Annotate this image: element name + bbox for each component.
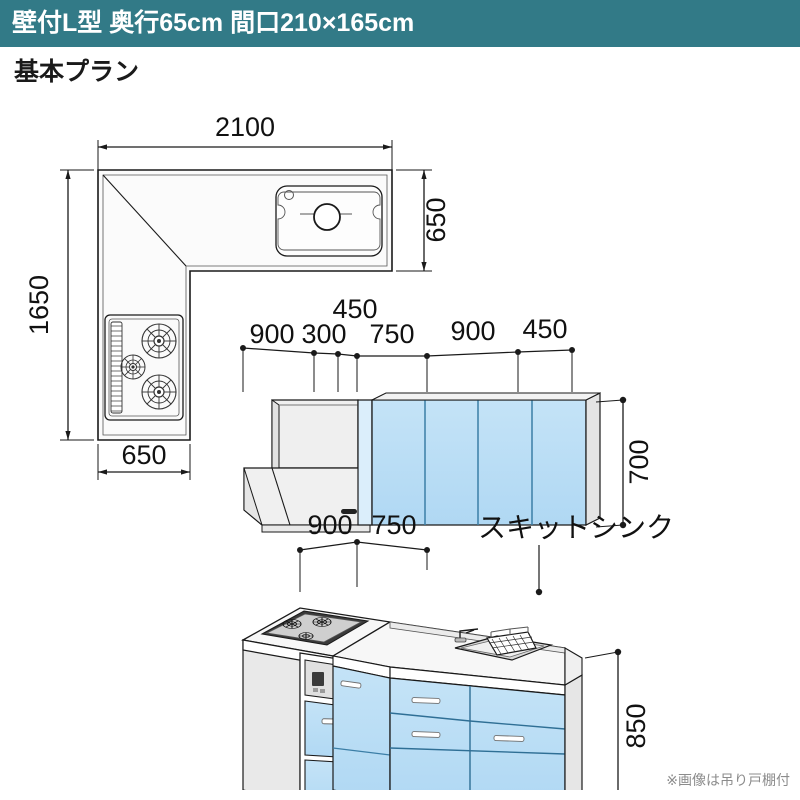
plan-view-group: 2100 <box>24 112 451 480</box>
dim-upper-4: 900 <box>450 316 495 346</box>
dim-upper-0: 900 <box>249 319 294 349</box>
plan-dim-depth-650: 650 <box>396 169 451 272</box>
dim-lower-top-1: 750 <box>371 510 416 540</box>
sink-run <box>331 621 583 790</box>
footnote-text: ※画像は吊り戸棚付 <box>666 772 790 788</box>
plan-cooktop <box>104 314 184 421</box>
dim-upper-height: 700 <box>624 439 654 484</box>
upper-cabinet-view-group: 900 300 450 750 900 450 <box>240 294 654 533</box>
dim-lower-height: 850 <box>621 703 651 748</box>
range-hood <box>243 399 371 533</box>
dim-upper-2: 450 <box>332 294 377 324</box>
dim-upper-5: 450 <box>522 314 567 344</box>
dim-plan-bottom-width: 650 <box>121 440 166 470</box>
upper-dim-ladder: 900 300 450 750 900 450 <box>240 294 575 392</box>
header-bar: 壁付L型 奥行65cm 間口210×165cm <box>0 0 800 47</box>
lower-top-dim: 900 750 <box>297 510 430 592</box>
upper-cabinet-corner-panel <box>357 399 373 526</box>
plan-dim-height-1650: 1650 <box>24 169 94 441</box>
dim-lower-top-0: 900 <box>307 510 352 540</box>
kitchen-technical-drawing: 2100 <box>24 112 674 790</box>
dim-upper-1: 300 <box>301 319 346 349</box>
lower-dim-height-850: 850 <box>584 648 651 790</box>
dim-plan-depth: 650 <box>421 197 451 242</box>
dim-plan-width: 2100 <box>215 112 275 142</box>
upper-dim-height-700: 700 <box>595 396 654 529</box>
page-title: 壁付L型 奥行65cm 間口210×165cm <box>12 9 415 37</box>
plan-sink <box>275 185 383 257</box>
plan-dim-width-650: 650 <box>97 440 191 480</box>
plan-subtitle: 基本プラン <box>14 58 140 86</box>
dim-upper-3: 750 <box>369 319 414 349</box>
lower-cabinet-view-group: 900 750 スキットシンク <box>241 510 674 790</box>
upper-cabinet-doors <box>371 392 601 526</box>
skit-sink-label: スキットシンク <box>478 512 674 543</box>
plan-dim-width-2100: 2100 <box>97 112 393 170</box>
dim-plan-height: 1650 <box>24 275 54 335</box>
skit-sink-callout: スキットシンク <box>478 512 674 596</box>
